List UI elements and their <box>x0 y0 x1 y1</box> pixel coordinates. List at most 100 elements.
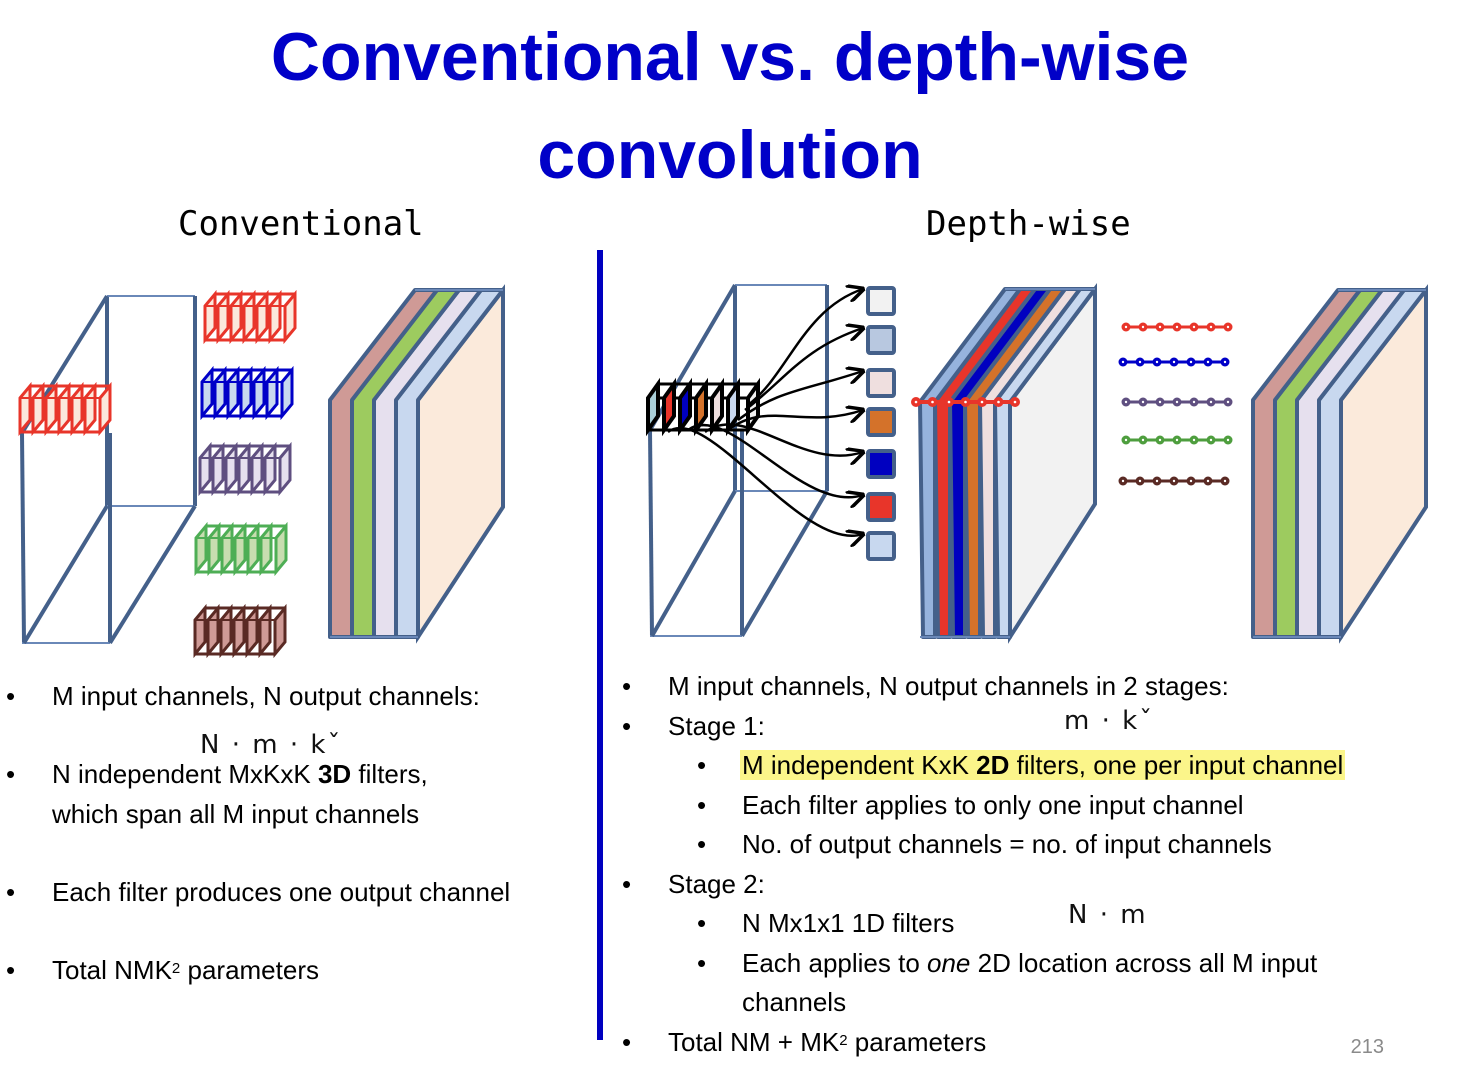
arrow <box>687 423 863 497</box>
depthwise-output-volume <box>1251 284 1428 644</box>
filter-2 <box>200 365 294 421</box>
depthwise-bullets: • M input channels, N output channels in… <box>622 667 1346 1062</box>
conventional-input-volume <box>18 294 197 645</box>
sub-bullet-item: • M independent KxK 2D filters, one per … <box>622 746 1346 786</box>
depthwise-input-volume <box>646 283 829 638</box>
filter-slice <box>207 521 221 577</box>
pointwise-node-center <box>1172 479 1176 483</box>
pointwise-filter-5 <box>1118 476 1230 486</box>
probe-node-center <box>964 400 967 404</box>
filter-slice <box>710 377 724 437</box>
filter-slice <box>678 377 692 437</box>
arrow <box>737 371 863 422</box>
bullet-dot: • <box>622 868 632 899</box>
filter-slice <box>206 603 220 659</box>
depthwise-intermediate-volume <box>911 283 1097 644</box>
filter-slice <box>211 441 225 497</box>
filter-slice <box>280 365 294 421</box>
filter-slice <box>242 289 256 345</box>
filter-slice <box>273 603 287 659</box>
bullet-dot: • <box>697 829 707 859</box>
probe-node-center <box>1013 400 1017 404</box>
sub-bullet-item: • No. of output channels = no. of input … <box>622 825 1345 865</box>
pointwise-node-center <box>1175 400 1179 404</box>
pointwise-node-center <box>1155 360 1159 364</box>
bullet-text: Stage 2: <box>668 868 765 899</box>
pointwise-node-center <box>1209 400 1213 404</box>
conventional-bullets: • M input channels, N output channels: •… <box>6 677 510 990</box>
input-filter-overlay <box>18 381 112 437</box>
filter-slice <box>194 521 208 577</box>
channel-output-square <box>866 407 896 437</box>
bullet-text: No. of output channels = no. of input ch… <box>742 829 1272 859</box>
pointwise-node-center <box>1206 479 1210 483</box>
filter-slice <box>233 521 247 577</box>
pointwise-node-center <box>1223 479 1227 483</box>
dw-input-edge <box>650 490 737 637</box>
sub-bullet-item: • N Mx1x1 1D filters <box>622 904 1345 944</box>
bullet-text: M input channels, N output channels in 2… <box>668 671 1229 701</box>
pointwise-node-center <box>1223 360 1227 364</box>
pointwise-node-center <box>1175 438 1179 442</box>
filter-slice <box>274 521 288 577</box>
pointwise-node-center <box>1189 360 1193 364</box>
filter-slice <box>203 289 217 345</box>
channel-output-square <box>866 531 896 561</box>
filter-slice <box>258 603 272 659</box>
dw-input-edge <box>648 429 654 637</box>
pointwise-node-center <box>1138 479 1142 483</box>
filter-slice <box>268 289 282 345</box>
pointwise-node-center <box>1124 400 1128 404</box>
pointwise-filter-4 <box>1121 435 1233 445</box>
bullet-item: • Stage 2: <box>622 865 1345 905</box>
conv-input-edge <box>20 432 26 644</box>
filter-slice <box>98 381 112 437</box>
bullet-dot: • <box>6 876 16 907</box>
pointwise-probe <box>911 397 1020 407</box>
pointwise-node-center <box>1141 400 1145 404</box>
pointwise-filter-3 <box>1121 397 1233 407</box>
filter-slice <box>245 603 259 659</box>
filter-slice <box>255 289 269 345</box>
channel-output-square <box>866 449 896 479</box>
bullet-continuation: channels <box>622 983 1345 1023</box>
arrow <box>704 423 863 455</box>
bullet-item: • M input channels, N output channels in… <box>622 667 1345 707</box>
pointwise-node-center <box>1226 400 1230 404</box>
pointwise-node-center <box>1124 325 1128 329</box>
page-number: 213 <box>1350 1036 1384 1058</box>
filter-slice <box>283 289 297 345</box>
filter-slice <box>83 381 97 437</box>
filter-slice <box>70 381 84 437</box>
bullet-dot: • <box>6 759 16 789</box>
highlighted-bullet-text: M independent KxK 2D filters, one per in… <box>740 750 1346 780</box>
filter-slice <box>694 377 708 437</box>
filter-slice <box>252 365 266 421</box>
bullet-dot: • <box>697 947 707 978</box>
filter-slice <box>246 521 260 577</box>
sub-bullet-item: • Each filter applies to only one input … <box>622 786 1345 826</box>
filter-slice <box>226 365 240 421</box>
filter-slice <box>216 289 230 345</box>
pointwise-node-center <box>1121 360 1125 364</box>
bullet-text: channels <box>742 987 847 1017</box>
arrow <box>744 328 863 411</box>
depthwise-heading: Depth-wise <box>926 204 1131 244</box>
bullet-dot: • <box>6 954 16 985</box>
filter-slice <box>213 365 227 421</box>
filter-slice <box>232 603 246 659</box>
filter-slice <box>239 365 253 421</box>
filter-3 <box>198 441 292 497</box>
filter-slice <box>220 521 234 577</box>
probe-node-center <box>980 400 984 404</box>
filter-slice <box>259 521 273 577</box>
column-divider <box>597 250 603 1040</box>
filter-slice <box>229 289 243 345</box>
output-volume <box>1251 284 1428 644</box>
bullet-text: Each applies to one 2D location across a… <box>742 947 1318 978</box>
bullet-text: Each filter produces one output channel <box>52 876 511 907</box>
filter-slice <box>31 381 45 437</box>
bullet-continuation: which span all M input channels <box>6 795 510 873</box>
pointwise-filter-2 <box>1118 357 1230 367</box>
